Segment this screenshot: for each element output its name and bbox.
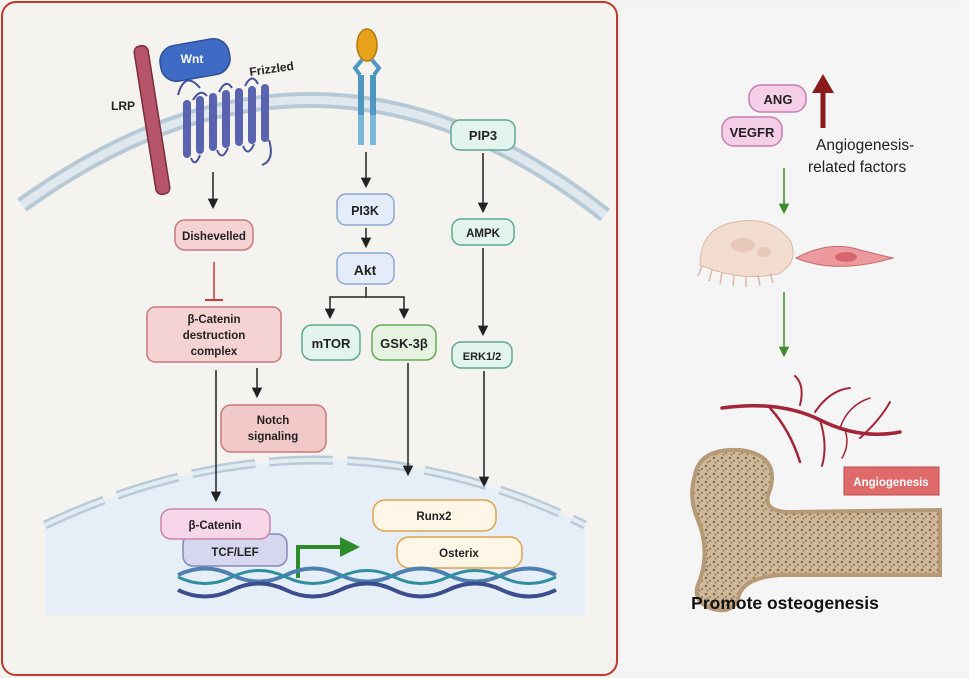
arrow-akt-mtor — [324, 287, 367, 320]
angiogenesis-badge — [843, 466, 940, 496]
erk-box — [451, 341, 513, 369]
frizzled-receptor — [177, 77, 272, 166]
mtor-box — [301, 324, 361, 361]
notch-line2: signaling — [248, 431, 298, 443]
runx2-label: Runx2 — [416, 511, 451, 523]
ang-label: ANG — [764, 92, 793, 107]
pip3-label: PIP3 — [469, 128, 497, 143]
vegfr-label: VEGFR — [730, 125, 775, 140]
bone — [690, 447, 942, 613]
akt-box — [336, 252, 395, 285]
beta-catenin-label: β-Catenin — [188, 520, 241, 532]
ampk-label: AMPK — [466, 228, 501, 240]
blood-vessels — [720, 375, 902, 467]
runx2-box — [372, 499, 497, 532]
beta-catenin-box — [160, 508, 271, 540]
arrow-akt-gsk3b — [366, 296, 410, 320]
factors-line1: Angiogenesis- — [816, 137, 914, 154]
dishevelled-box — [174, 219, 254, 251]
rtk-receptor — [352, 28, 382, 145]
angiogenesis-badge-label: Angiogenesis — [853, 477, 928, 489]
osterix-box — [396, 536, 523, 569]
vegfr-box — [721, 116, 783, 147]
ang-box — [748, 84, 807, 113]
factors-line2: related factors — [808, 159, 906, 176]
erk-label: ERK1/2 — [463, 351, 502, 363]
wnt-ligand — [159, 37, 231, 83]
pi3k-label: PI3K — [351, 204, 379, 218]
promote-osteogenesis-caption: Promote osteogenesis — [691, 593, 879, 613]
destruction-complex-line1: β-Catenin — [187, 314, 240, 326]
transcription-arrow — [296, 537, 360, 578]
dna-helix — [177, 566, 557, 599]
destruction-complex-line3: complex — [191, 346, 238, 358]
wnt-label: Wnt — [181, 52, 204, 66]
notch-line1: Notch — [257, 415, 290, 427]
notch-box — [220, 404, 327, 453]
gsk3b-label: GSK-3β — [380, 336, 428, 351]
destruction-complex-box — [146, 306, 282, 363]
tcf-lef-label: TCF/LEF — [211, 547, 258, 559]
ampk-box — [451, 218, 515, 246]
endothelial-cell — [794, 245, 895, 267]
pi3k-box — [336, 193, 395, 226]
osteoblast-cell — [697, 219, 794, 287]
pip3-box — [450, 119, 516, 151]
mtor-label: mTOR — [312, 336, 351, 351]
upregulation-arrowhead — [812, 74, 834, 93]
gsk3b-box — [371, 324, 437, 361]
dishevelled-label: Dishevelled — [182, 231, 246, 243]
osterix-label: Osterix — [439, 548, 479, 560]
lrp-label: LRP — [111, 99, 135, 113]
akt-label: Akt — [354, 262, 377, 278]
lrp-receptor — [133, 44, 171, 196]
frizzled-label: Frizzled — [248, 59, 294, 79]
destruction-complex-line2: destruction — [183, 330, 246, 342]
